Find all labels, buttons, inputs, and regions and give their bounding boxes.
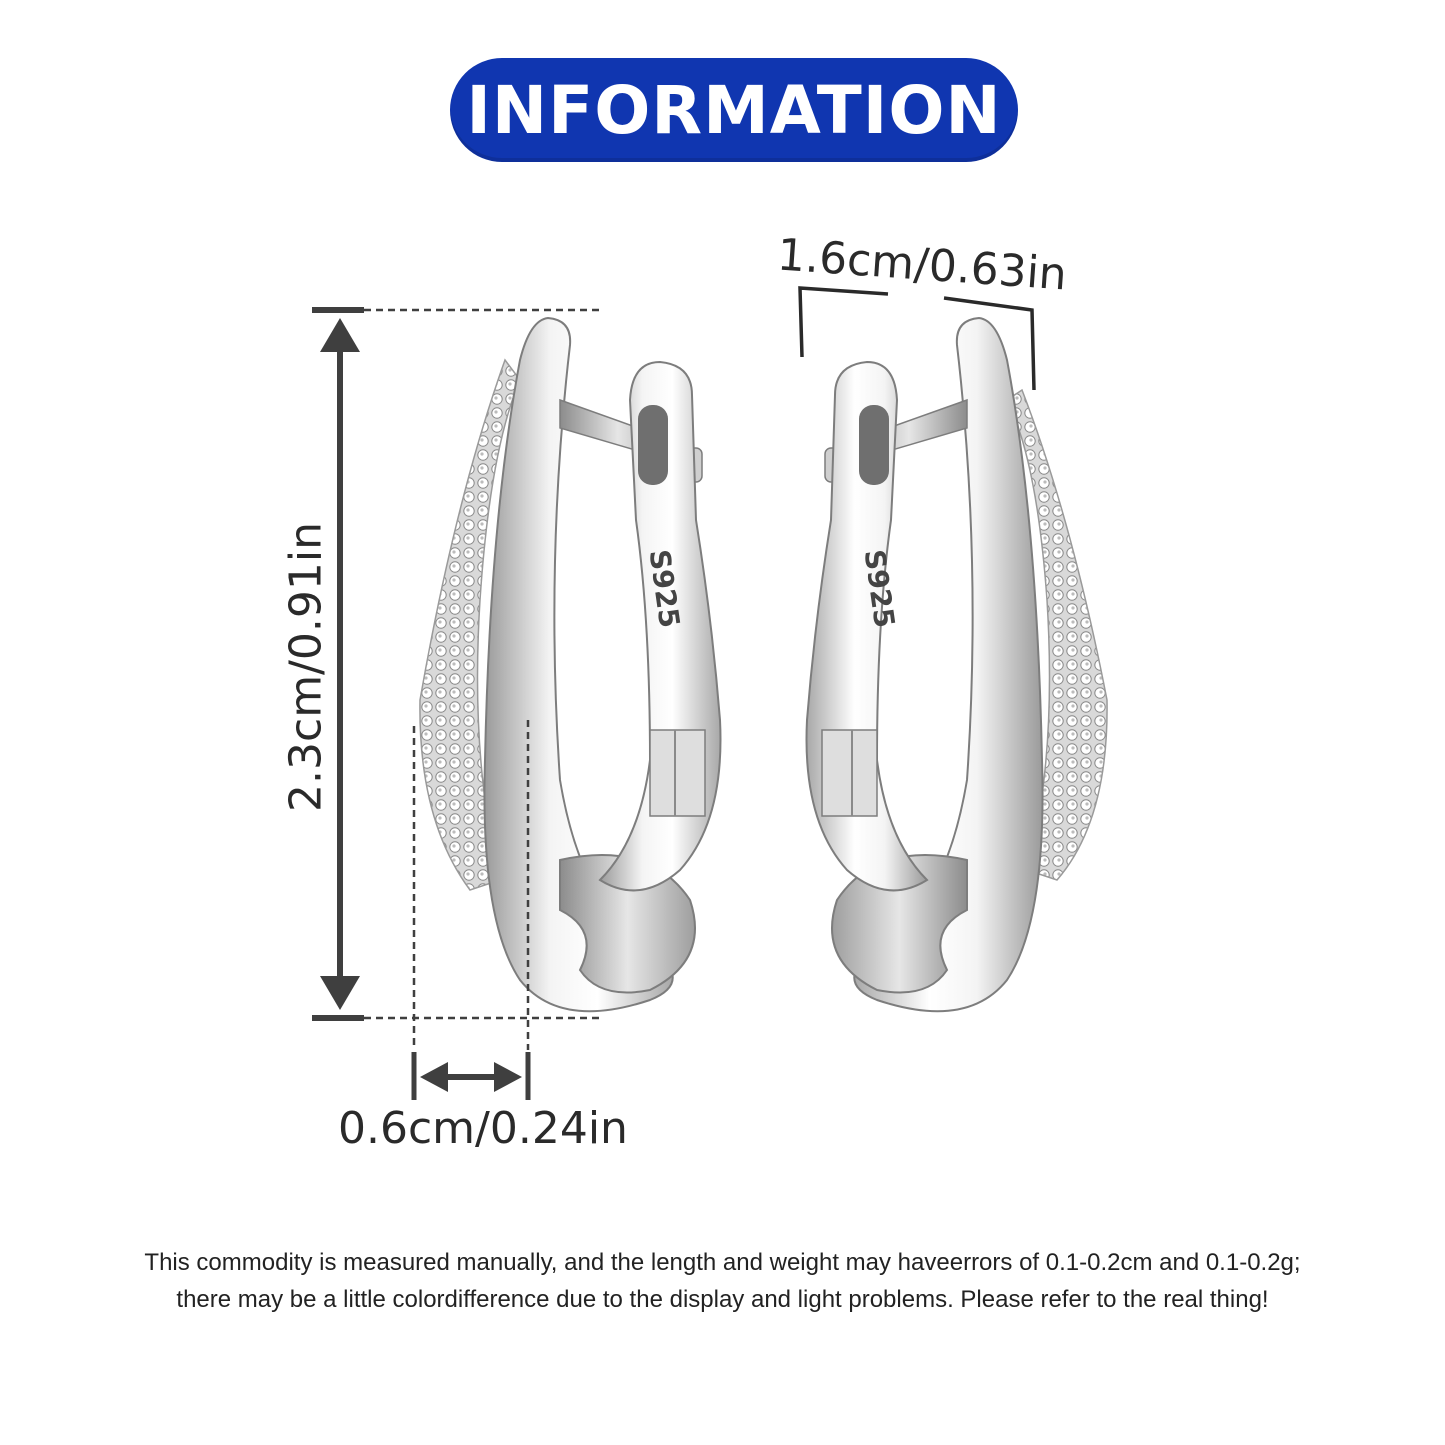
right-earring — [805, 316, 1108, 1013]
left-earring: S925 — [419, 316, 722, 1013]
left-outer-hoop — [483, 316, 674, 1013]
depth-dimension — [798, 286, 1036, 391]
right-hinge — [821, 729, 878, 817]
width-dimension — [411, 720, 531, 1100]
disclaimer-line-1: This commodity is measured manually, and… — [144, 1249, 1301, 1276]
disclaimer-line-2: there may be a little colordifference du… — [176, 1286, 1269, 1313]
right-outer-hoop — [853, 316, 1044, 1013]
right-clasp-slot — [859, 405, 889, 485]
disclaimer: This commodity is measured manually, and… — [0, 1244, 1445, 1318]
left-clasp-slot — [638, 405, 668, 485]
information-header: INFORMATION — [450, 58, 1018, 162]
left-gem-band — [419, 358, 521, 891]
left-hinge — [649, 729, 706, 817]
height-label: 2.3cm/0.91in — [280, 522, 332, 812]
width-label: 0.6cm/0.24in — [338, 1103, 628, 1154]
height-dimension — [312, 307, 604, 1021]
header-title: INFORMATION — [466, 71, 1002, 149]
